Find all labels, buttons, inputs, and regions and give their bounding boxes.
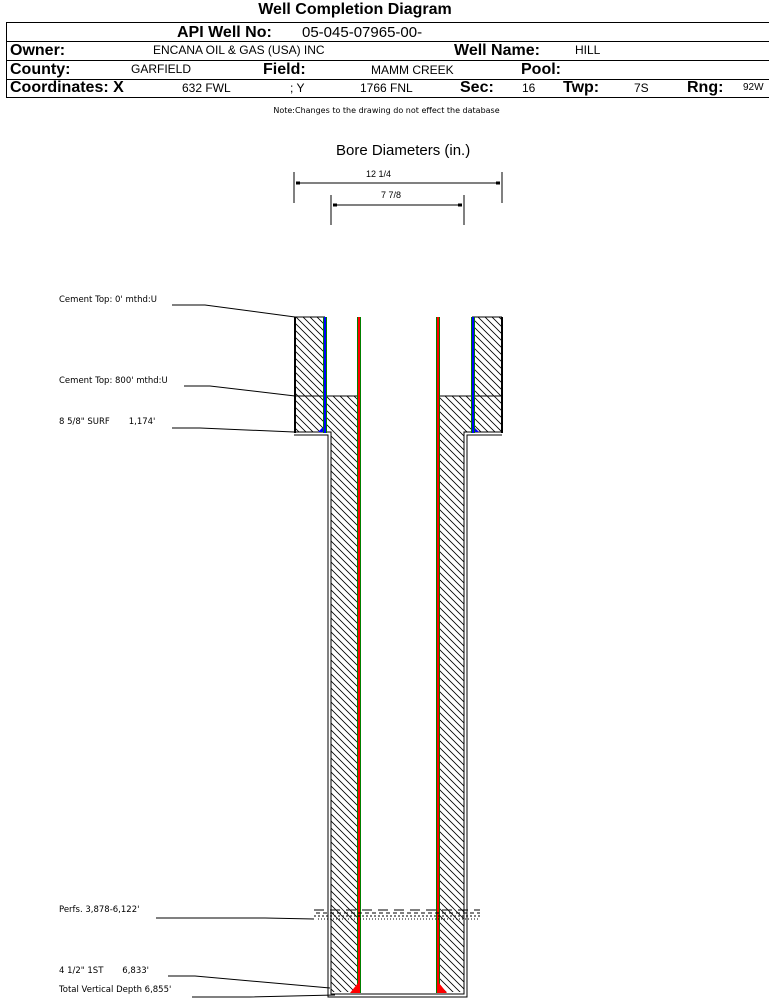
owner-label: Owner: [10,42,66,59]
production-cement-left [325,396,358,992]
api-label: API Well No: [177,24,272,41]
header-border-left [6,22,7,97]
leader-cement-top-800 [184,385,296,397]
bore-dimension-outer [293,172,503,203]
leader-production-casing [168,975,331,989]
bore-diameter-label-inner: 7 7/8 [381,190,402,200]
surface-casing-left [323,317,327,433]
callout-production-casing: 4 1/2" 1ST 6,833' [59,966,149,976]
header-divider [6,60,769,61]
header-border-top [6,22,769,23]
leader-total-depth [192,994,336,998]
range-label: Rng: [687,79,724,96]
county-value: GARFIELD [131,62,192,76]
x-coordinate-value: 632 FWL [182,81,231,95]
bore-dimension-inner [330,195,465,225]
field-label: Field: [263,61,306,78]
section-value: 16 [522,81,536,95]
surface-casing-right [471,317,475,433]
range-value: 92W [743,82,764,93]
leader-perforations [156,917,315,920]
header-divider [6,79,769,80]
y-coordinate-value: 1766 FNL [360,81,413,95]
well-name-value: HILL [575,43,601,57]
page-title: Well Completion Diagram [258,1,452,18]
surface-cement-right [472,316,503,433]
township-label: Twp: [563,79,600,96]
y-coordinate-label: ; Y [290,81,305,95]
field-value: MAMM CREEK [371,63,454,77]
county-label: County: [10,61,71,78]
well-name-label: Well Name: [454,42,540,59]
callout-surface-casing: 8 5/8" SURF 1,174' [59,417,156,427]
leader-cement-top-0 [172,304,296,318]
callout-cement-top-0: Cement Top: 0' mthd:U [59,295,157,305]
perforations [314,909,482,920]
pool-label: Pool: [521,61,561,78]
callout-cement-top-800: Cement Top: 800' mthd:U [59,376,168,386]
api-value: 05-045-07965-00- [302,24,423,41]
callout-total-depth: Total Vertical Depth 6,855' [59,985,172,995]
bore-diameter-label-outer: 12 1/4 [366,169,392,179]
production-casing-right [436,317,447,993]
header-border-bottom [6,97,769,98]
coordinates-label: Coordinates: X [10,79,124,96]
callout-perforations: Perfs. 3,878-6,122' [59,905,140,915]
surface-casing-shoe [294,425,502,998]
leader-surface-casing [172,427,295,433]
bore-diameters-title: Bore Diameters (in.) [336,142,471,159]
surface-cement-left [294,316,325,433]
production-casing-left [350,317,361,993]
production-cement-right [440,396,472,992]
owner-value: ENCANA OIL & GAS (USA) INC [153,43,325,57]
section-label: Sec: [460,79,494,96]
database-note: Note:Changes to the drawing do not effec… [273,106,500,115]
header-divider [6,41,769,42]
township-value: 7S [634,81,649,95]
